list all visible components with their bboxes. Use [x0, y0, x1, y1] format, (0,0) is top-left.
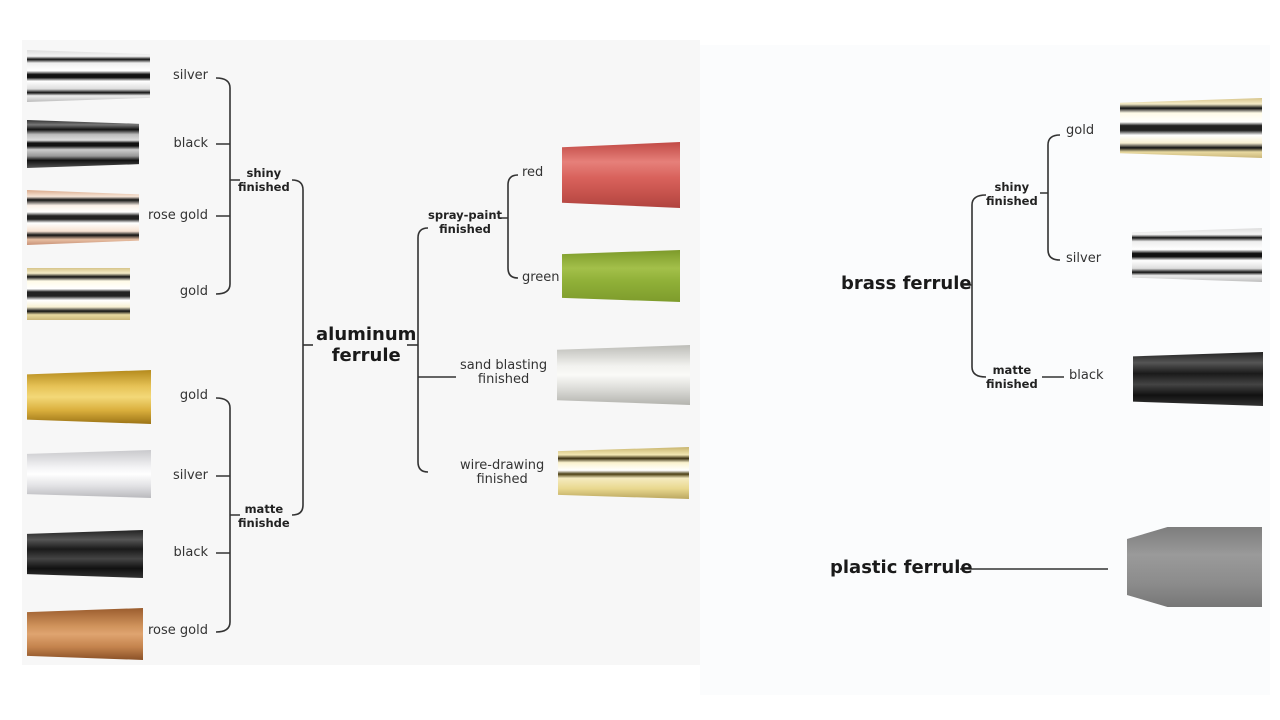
ferrule-matte-silver-image	[27, 450, 151, 498]
label-gold: gold	[1066, 123, 1095, 138]
aluminum-ferrule-title: aluminum ferrule	[316, 324, 417, 366]
label-silver: silver	[1066, 251, 1102, 266]
ferrule-shiny-gold-image	[27, 268, 130, 320]
label-wire-drawing-finished: wire-drawing finished	[460, 458, 545, 487]
ferrule-shiny-silver-image	[27, 50, 150, 102]
ferrule-shiny-rose-gold-image	[27, 190, 139, 245]
label-matte-finished: matte finished	[986, 363, 1038, 391]
label-shiny-finished: shiny finished	[238, 166, 290, 194]
label-black: black	[1069, 368, 1104, 383]
label-black: black	[173, 545, 208, 560]
ferrule-matte-rose-gold-image	[27, 608, 143, 660]
ferrule-sand-blasting-image	[557, 345, 690, 405]
label-green: green	[522, 270, 560, 285]
ferrule-brass-silver-image	[1132, 228, 1262, 282]
label-red: red	[522, 165, 544, 180]
ferrule-brass-black-image	[1133, 352, 1263, 406]
label-rose-gold: rose gold	[148, 623, 208, 638]
label-rose-gold: rose gold	[148, 208, 208, 223]
label-shiny-finished: shiny finished	[986, 180, 1038, 208]
ferrule-matte-gold-image	[27, 370, 151, 424]
label-silver: silver	[172, 68, 208, 83]
label-gold: gold	[179, 284, 208, 299]
plastic-ferrule-title: plastic ferrule	[830, 557, 973, 578]
ferrule-green-image	[562, 250, 680, 302]
ferrule-shiny-black-image	[27, 120, 139, 168]
ferrule-brass-gold-image	[1120, 98, 1262, 158]
label-spray-paint-finished: spray-paint finished	[428, 208, 503, 236]
ferrule-matte-black-image	[27, 530, 143, 578]
ferrule-plastic-image	[1127, 527, 1262, 607]
ferrule-wire-drawing-image	[558, 447, 689, 499]
label-sand-blasting-finished: sand blasting finished	[460, 358, 548, 387]
label-black: black	[173, 136, 208, 151]
label-silver: silver	[172, 468, 208, 483]
brass-ferrule-title: brass ferrule	[841, 273, 972, 294]
label-matte-finished: matte finishde	[238, 502, 290, 530]
ferrule-red-image	[562, 142, 680, 208]
label-gold: gold	[179, 388, 208, 403]
